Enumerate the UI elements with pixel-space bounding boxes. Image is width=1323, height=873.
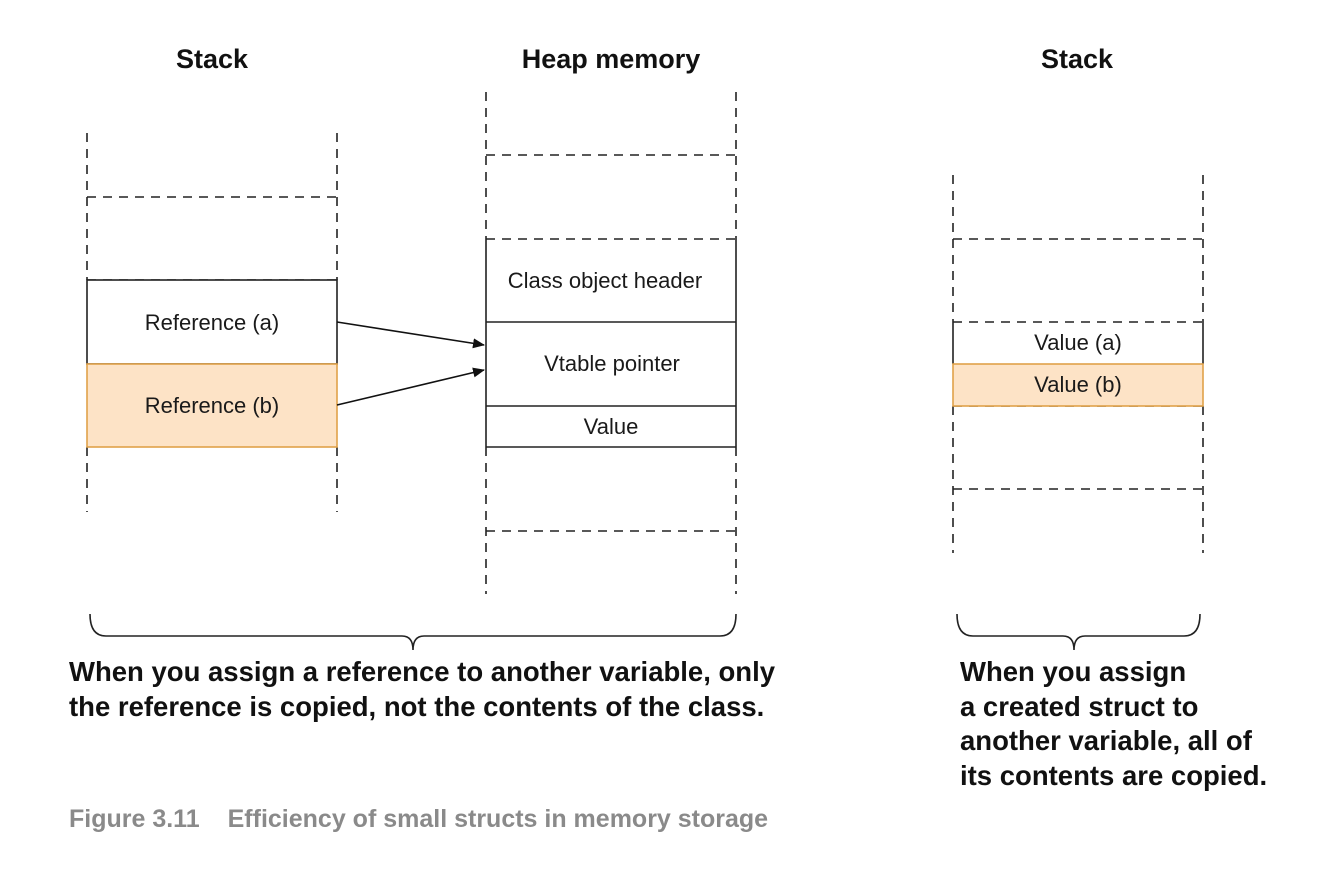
reference-a-cell bbox=[86, 279, 338, 365]
struct-copy-note-line: another variable, all of bbox=[960, 725, 1252, 756]
arrow-reference-b bbox=[336, 367, 485, 406]
figure-number: Figure 3.11 bbox=[69, 805, 200, 833]
struct-copy-note: When you assign a created struct to anot… bbox=[960, 655, 1267, 793]
vtable-pointer-label: Vtable pointer bbox=[544, 351, 680, 376]
right-stack bbox=[952, 175, 1204, 553]
class-object-header-label: Class object header bbox=[507, 268, 703, 293]
struct-copy-note-line: its contents are copied. bbox=[960, 759, 1268, 791]
reference-a-label: Reference (a) bbox=[144, 310, 280, 335]
value-label: Value bbox=[583, 414, 639, 439]
class-copy-note: When you assign a reference to another v… bbox=[69, 655, 775, 724]
value-b-label: Value (b) bbox=[1034, 372, 1122, 397]
braces bbox=[89, 613, 1201, 651]
left-stack bbox=[86, 133, 338, 512]
class-copy-note-line: When you assign a reference to another v… bbox=[69, 656, 776, 687]
value-b-cell bbox=[952, 363, 1204, 407]
right-stack-header: Stack bbox=[1040, 44, 1114, 74]
reference-arrows bbox=[336, 321, 485, 406]
struct-copy-note-line: a created struct to bbox=[960, 690, 1199, 722]
reference-b-label: Reference (b) bbox=[144, 393, 280, 418]
value-a-label: Value (a) bbox=[1034, 330, 1122, 355]
left-stack-header: Stack bbox=[175, 44, 249, 74]
struct-brace bbox=[956, 613, 1201, 651]
figure-caption-text: Efficiency of small structs in memory st… bbox=[227, 805, 769, 833]
heap-memory-header: Heap memory bbox=[521, 44, 701, 74]
struct-copy-note-line: When you assign bbox=[960, 656, 1187, 687]
heap-memory bbox=[485, 92, 737, 594]
figure-caption: Figure 3.11 Efficiency of small structs i… bbox=[69, 805, 768, 834]
class-brace bbox=[89, 613, 737, 651]
reference-b-cell bbox=[86, 363, 338, 448]
class-copy-note-line: the reference is copied, not the content… bbox=[69, 690, 765, 722]
arrow-reference-a bbox=[336, 321, 485, 349]
